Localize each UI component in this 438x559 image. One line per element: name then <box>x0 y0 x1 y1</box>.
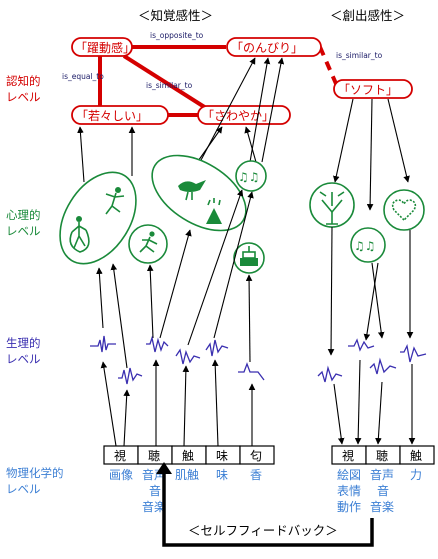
out-stim-sound: 音 <box>377 483 389 498</box>
kansei-soft-text: 「ソフト」 <box>338 83 398 97</box>
waveform-out-hearing <box>369 357 397 375</box>
relation-opposite-label: is_opposite_to <box>150 31 204 40</box>
out-stim-picture: 絵図 <box>337 467 361 482</box>
creation-header: ＜創出感性＞ <box>330 8 405 23</box>
arrows-phys-to-sense <box>333 359 416 445</box>
arrows-psy-to-cognitive <box>77 57 285 183</box>
sense-taste: 味 <box>216 449 228 463</box>
level-cognitive-line1: 認知的 <box>6 74 41 88</box>
psy-heart-circle <box>383 189 425 231</box>
psy-group-athletes <box>59 171 137 265</box>
stim-taste: 味 <box>216 468 228 482</box>
sense-smell: 匂 <box>250 449 262 463</box>
kansei-wakawakashii-text: 「若々しい」 <box>76 109 148 123</box>
bird-icon <box>178 180 206 201</box>
psy-tree-circle <box>309 182 355 228</box>
self-feedback-loop: ＜セルフフィードバック＞ <box>156 462 374 547</box>
waveform-smell <box>238 362 265 381</box>
level-physiological-line1: 生理的 <box>6 336 41 350</box>
kansei-word-wakawakashii: 「若々しい」 <box>71 105 169 125</box>
psy-music-right: ♫♫ <box>350 227 386 263</box>
waveform-out-vision <box>317 365 343 383</box>
physical-stimuli-creation: 絵図 表情 動作 音声 音 音楽 力 <box>337 467 422 514</box>
sense-sight: 視 <box>114 448 126 463</box>
physical-stimuli-perception: 画像 音声 音 音楽 肌触 味 香 <box>109 467 262 514</box>
cake-icon <box>240 246 258 266</box>
level-psychological-line1: 心理的 <box>6 208 41 222</box>
psy-cake-circle <box>233 242 265 274</box>
psy-runner-circle <box>128 224 168 264</box>
arrows-psy-to-phys <box>327 226 414 356</box>
level-label-cognitive: 認知的 レベル <box>6 74 41 104</box>
heart-icon <box>391 199 417 222</box>
arrows-cognitive-to-psy <box>333 98 410 211</box>
stim-scent: 香 <box>250 468 262 482</box>
physiological-waveforms <box>90 335 427 385</box>
waveform-taste <box>205 339 229 357</box>
kansei-yakudo-text: 「躍動感」 <box>75 40 135 55</box>
sense-out-hearing: 聴 <box>376 449 388 463</box>
level-label-physiological: 生理的 レベル <box>6 336 41 366</box>
jumping-athlete-icon <box>105 187 125 215</box>
out-stim-expression: 表情 <box>337 484 361 498</box>
perception-header: ＜知覚感性＞ <box>138 8 213 23</box>
level-physiological-line2: レベル <box>6 352 41 366</box>
sense-out-touch: 触 <box>410 449 422 463</box>
relation-similar-mid-line <box>122 54 208 110</box>
out-stim-force: 力 <box>410 468 422 482</box>
stim-music: 音楽 <box>142 499 166 514</box>
level-label-physicochemical: 物理化学的 レベル <box>6 466 64 496</box>
level-label-psychological: 心理的 レベル <box>6 208 41 238</box>
stim-image: 画像 <box>109 468 133 482</box>
music-notes-icon: ♫♫ <box>238 170 260 184</box>
waveform-vision <box>90 335 116 353</box>
waveform-out-vision-2 <box>348 338 375 352</box>
sense-boxes-perception: 視 聴 触 味 匂 <box>103 445 275 465</box>
sense-hearing: 聴 <box>148 449 160 463</box>
waveform-touch <box>175 348 201 365</box>
relation-similar-top-line <box>318 46 339 87</box>
level-cognitive-line2: レベル <box>6 90 41 104</box>
out-stim-voice: 音声 <box>370 467 394 482</box>
out-stim-motion: 動作 <box>337 500 361 514</box>
kansei-sawayaka-text: 「さわやか」 <box>202 109 274 123</box>
kansei-word-sawayaka: 「さわやか」 <box>197 105 291 125</box>
kansei-nonbiri-text: 「のんびり」 <box>231 41 303 55</box>
kansei-word-nonbiri: 「のんびり」 <box>226 37 322 57</box>
level-psychological-line2: レベル <box>6 224 41 238</box>
kansei-word-soft: 「ソフト」 <box>333 79 413 99</box>
psy-music-left: ♫♫ <box>235 160 267 192</box>
stim-sound: 音 <box>149 483 161 498</box>
sense-boxes-creation: 視 聴 触 <box>331 445 435 465</box>
runner-icon <box>139 231 158 253</box>
self-feedback-label: ＜セルフフィードバック＞ <box>188 523 338 538</box>
mountain-weather-icon <box>206 198 222 224</box>
arrows-phys-to-psy <box>96 189 254 369</box>
music-notes-icon-right: ♫♫ <box>354 239 376 253</box>
relation-equal-label: is_equal_to <box>62 72 104 81</box>
psy-group-nature <box>151 154 247 232</box>
stim-texture: 肌触 <box>175 468 199 482</box>
waveform-hearing <box>146 335 169 353</box>
relation-similar-mid-label: is_similar_to <box>146 81 193 90</box>
tree-icon <box>319 191 345 225</box>
relation-similar-top-label: is_similar_to <box>336 51 383 60</box>
sense-touch: 触 <box>182 449 194 463</box>
skipping-rope-icon <box>69 216 90 253</box>
arrows-sense-to-phys <box>100 359 256 447</box>
sense-out-sight: 視 <box>342 448 354 463</box>
level-physicochemical-line1: 物理化学的 <box>6 466 64 480</box>
waveform-vision-2 <box>118 367 143 385</box>
level-physicochemical-line2: レベル <box>6 482 41 496</box>
kansei-word-yakudo: 「躍動感」 <box>71 37 135 57</box>
waveform-out-touch <box>400 343 427 363</box>
out-stim-music: 音楽 <box>370 499 394 514</box>
